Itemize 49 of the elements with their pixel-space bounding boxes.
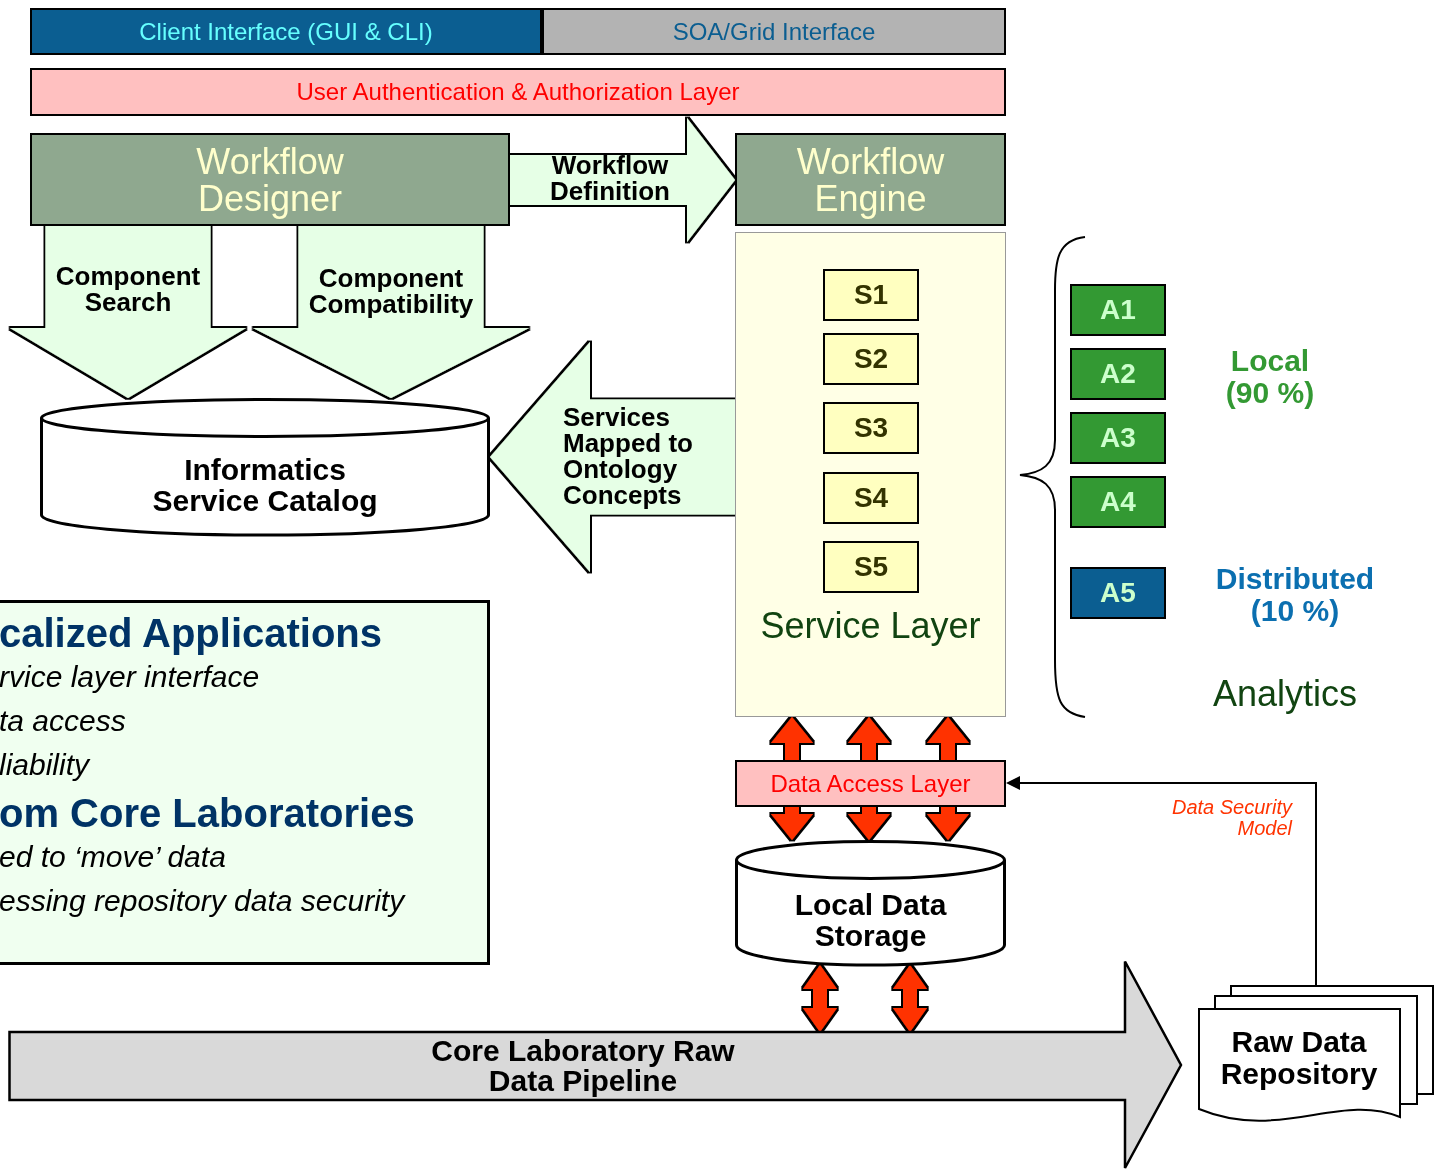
layer-title: Service Layer (759, 608, 982, 644)
edge-label: Services Mapped to Ontology Concepts (563, 404, 694, 508)
edge-label: Component Compatibility (307, 265, 475, 317)
bullet-text: liability (0, 747, 90, 783)
interface-bar: Client Interface (GUI & CLI) (30, 8, 542, 55)
block-arrow (490, 342, 735, 572)
service-layer-panel (735, 232, 1006, 717)
pipeline-arrow: Core Laboratory Raw Data Pipeline (8, 960, 1183, 1170)
storage-cylinder: Local Data Storage (735, 840, 1006, 965)
workflow-box: Workflow Designer (30, 133, 510, 226)
heading: calized Applications (0, 611, 383, 655)
service-box: S1 (823, 269, 919, 321)
interface-bar: SOA/Grid Interface (542, 8, 1006, 55)
analytics-box: A3 (1070, 412, 1166, 464)
edge-label: Component Search (54, 263, 202, 315)
edge-label: Data Security Model (1170, 797, 1292, 839)
double-arrow (893, 965, 927, 1032)
catalog-cylinder: Informatics Service Catalog (40, 398, 490, 535)
bullet-text: essing repository data security (0, 883, 405, 919)
block-arrow (510, 118, 735, 242)
heading: om Core Laboratories (0, 791, 415, 835)
arrow (848, 807, 890, 840)
service-box: S4 (823, 472, 919, 524)
arrow (927, 717, 969, 760)
arrow (848, 717, 890, 760)
double-arrow (803, 965, 837, 1032)
analytics-box: A5 (1070, 567, 1166, 619)
arrow (1006, 776, 1317, 986)
service-box: S3 (823, 402, 919, 454)
service-box: S2 (823, 333, 919, 385)
analytics-box: A1 (1070, 284, 1166, 336)
analytics-box: A4 (1070, 476, 1166, 528)
data-access-layer-bar: Data Access Layer (735, 760, 1006, 807)
analytics-box: A2 (1070, 348, 1166, 400)
block-arrow (253, 226, 529, 398)
notes-panel (0, 600, 490, 965)
analytics-title: Analytics (1211, 675, 1359, 713)
group-label: Local (90 %) (1224, 345, 1316, 409)
service-box: S5 (823, 541, 919, 593)
arrow (771, 807, 813, 840)
group-label: Distributed (10 %) (1214, 563, 1376, 627)
arrow (927, 807, 969, 840)
arrow (771, 717, 813, 760)
bullet-text: ta access (0, 703, 126, 739)
bullet-text: rvice layer interface (0, 659, 260, 695)
workflow-box: Workflow Engine (735, 133, 1006, 226)
edge-label: Workflow Definition (549, 152, 671, 204)
bullet-text: ed to ‘move’ data (0, 839, 226, 875)
auth-layer-bar: User Authentication & Authorization Layer (30, 68, 1006, 116)
